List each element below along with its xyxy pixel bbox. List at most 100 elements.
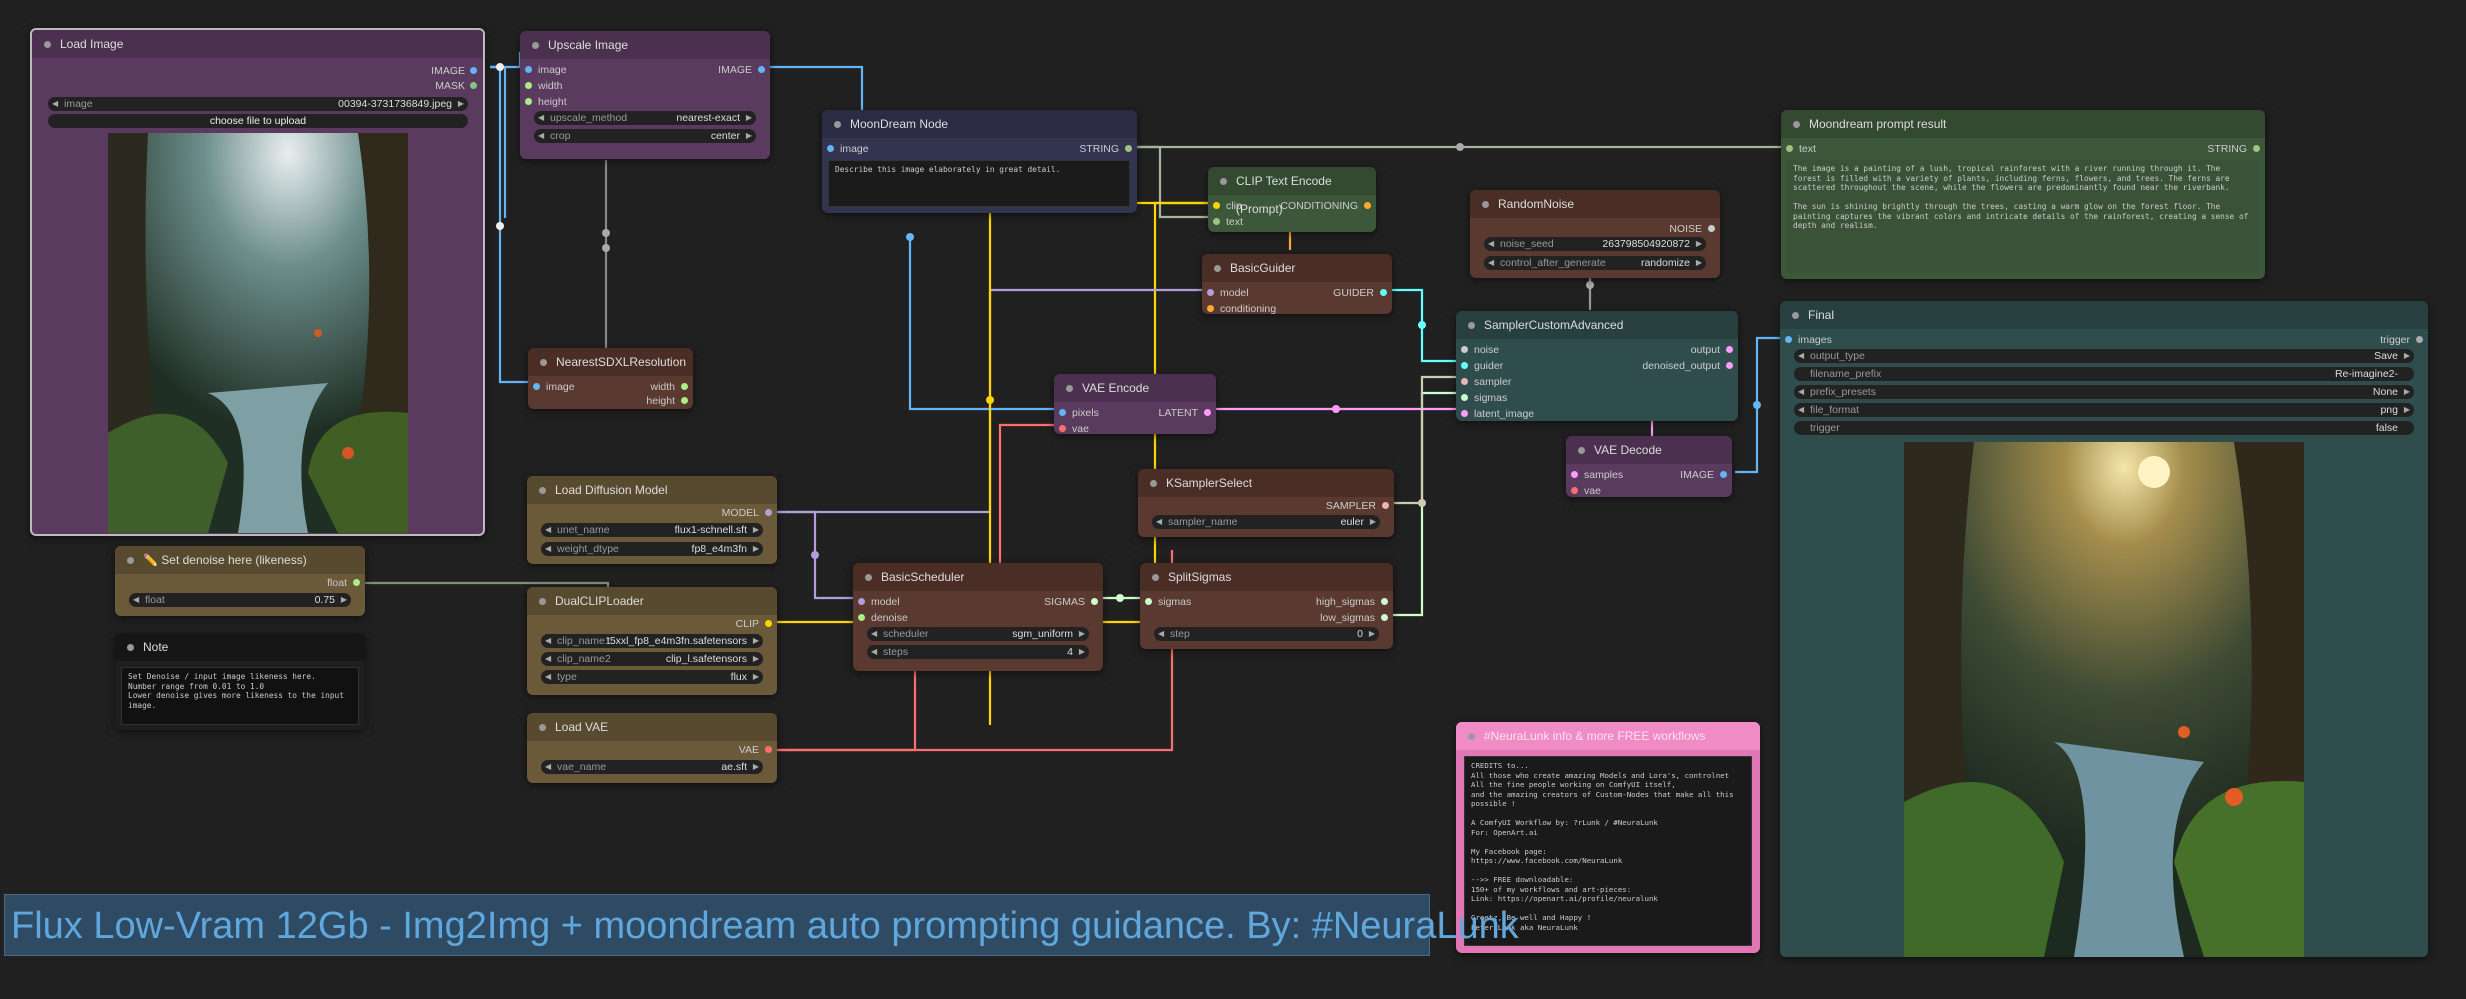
output-image-socket[interactable] <box>1720 471 1727 478</box>
output-model-socket[interactable] <box>765 509 772 516</box>
set-denoise-node[interactable]: ✏️ Set denoise here (likeness) float flo… <box>115 546 365 616</box>
neuralunk-info-node[interactable]: #NeuraLunk info & more FREE workflows CR… <box>1456 722 1760 953</box>
input-image-socket[interactable] <box>827 145 834 152</box>
input-latent-socket[interactable] <box>1461 410 1468 417</box>
widget-label: clip_name2 <box>557 653 611 665</box>
input-sigmas-socket[interactable] <box>1461 394 1468 401</box>
image-select-widget[interactable]: image 00394-3731736849.jpeg <box>48 97 468 111</box>
input-conditioning-socket[interactable] <box>1207 305 1214 312</box>
output-float-socket[interactable] <box>353 579 360 586</box>
input-width-socket[interactable] <box>525 82 532 89</box>
output-vae-socket[interactable] <box>765 746 772 753</box>
input-sampler-socket[interactable] <box>1461 378 1468 385</box>
vae-decode-node[interactable]: VAE Decode samples vae IMAGE <box>1566 436 1732 497</box>
output-string-socket[interactable] <box>1125 145 1132 152</box>
note-text[interactable]: Set Denoise / input image likeness here.… <box>121 667 359 725</box>
input-model-socket[interactable] <box>858 598 865 605</box>
output-mask-socket[interactable] <box>470 82 477 89</box>
input-text-socket[interactable] <box>1786 145 1793 152</box>
clip-text-encode-node[interactable]: CLIP Text Encode (Prompt) clip text COND… <box>1208 167 1376 232</box>
output-high-sigmas-socket[interactable] <box>1381 598 1388 605</box>
nearest-sdxl-resolution-node[interactable]: NearestSDXLResolution image width height <box>528 348 693 409</box>
sampler-custom-advanced-node[interactable]: SamplerCustomAdvanced noise guider sampl… <box>1456 311 1738 421</box>
output-low-sigmas-socket[interactable] <box>1381 614 1388 621</box>
upload-button[interactable]: choose file to upload <box>48 114 468 128</box>
input-model-socket[interactable] <box>1207 289 1214 296</box>
credits-text[interactable]: CREDITS to... All those who create amazi… <box>1464 756 1752 946</box>
result-text[interactable]: The image is a painting of a lush, tropi… <box>1787 160 2259 273</box>
basic-guider-node[interactable]: BasicGuider model conditioning GUIDER <box>1202 254 1392 314</box>
output-clip-socket[interactable] <box>765 620 772 627</box>
input-vae-socket[interactable] <box>1571 487 1578 494</box>
output-image-socket[interactable] <box>470 67 477 74</box>
dual-clip-loader-node[interactable]: DualCLIPLoader CLIP clip_name1t5xxl_fp8_… <box>527 587 777 695</box>
output-conditioning-socket[interactable] <box>1364 202 1371 209</box>
input-image-socket[interactable] <box>525 66 532 73</box>
split-sigmas-node[interactable]: SplitSigmas sigmas high_sigmas low_sigma… <box>1140 563 1393 649</box>
node-title: VAE Encode <box>1054 374 1216 402</box>
load-diffusion-model-node[interactable]: Load Diffusion Model MODEL unet_nameflux… <box>527 476 777 564</box>
output-latent-socket[interactable] <box>1204 409 1211 416</box>
note-node[interactable]: Note Set Denoise / input image likeness … <box>115 633 365 730</box>
moondream-node[interactable]: MoonDream Node image STRING Describe thi… <box>822 110 1137 213</box>
output-model-label: MODEL <box>721 507 759 519</box>
input-image-socket[interactable] <box>533 383 540 390</box>
input-denoise-socket[interactable] <box>858 614 865 621</box>
output-sampler-socket[interactable] <box>1382 502 1389 509</box>
input-sigmas-socket[interactable] <box>1145 598 1152 605</box>
output-width-socket[interactable] <box>681 383 688 390</box>
upscale-image-node[interactable]: Upscale Image image width height IMAGE u… <box>520 31 770 159</box>
input-height-socket[interactable] <box>525 98 532 105</box>
input-samples-socket[interactable] <box>1571 471 1578 478</box>
input-vae-socket[interactable] <box>1059 425 1066 432</box>
output-trigger-socket[interactable] <box>2416 336 2423 343</box>
load-image-node[interactable]: Load Image IMAGE MASK image 00394-373173… <box>30 28 485 536</box>
input-noise-socket[interactable] <box>1461 346 1468 353</box>
input-images-socket[interactable] <box>1785 336 1792 343</box>
input-clip-socket[interactable] <box>1213 202 1220 209</box>
output-denoised-socket[interactable] <box>1726 362 1733 369</box>
output-string-socket[interactable] <box>2253 145 2260 152</box>
input-text-socket[interactable] <box>1213 218 1220 225</box>
widget-value: png <box>2380 404 2398 416</box>
random-noise-node[interactable]: RandomNoise NOISE noise_seed263798504920… <box>1470 190 1720 278</box>
output-image-socket[interactable] <box>758 66 765 73</box>
output-noise-socket[interactable] <box>1708 225 1715 232</box>
output-guider-socket[interactable] <box>1380 289 1387 296</box>
basic-scheduler-node[interactable]: BasicScheduler model denoise SIGMAS sche… <box>853 563 1103 671</box>
output-height-socket[interactable] <box>681 397 688 404</box>
output-sigmas-socket[interactable] <box>1091 598 1098 605</box>
prompt-textarea[interactable]: Describe this image elaborately in great… <box>828 160 1130 207</box>
input-height-label: height <box>538 96 567 108</box>
vae-encode-node[interactable]: VAE Encode pixels vae LATENT <box>1054 374 1216 434</box>
moondream-prompt-result-node[interactable]: Moondream prompt result text STRING The … <box>1781 110 2265 279</box>
forest-preview-image <box>108 133 408 533</box>
output-output-socket[interactable] <box>1726 346 1733 353</box>
input-pixels-socket[interactable] <box>1059 409 1066 416</box>
output-image-label: IMAGE <box>718 64 752 76</box>
input-guider-socket[interactable] <box>1461 362 1468 369</box>
